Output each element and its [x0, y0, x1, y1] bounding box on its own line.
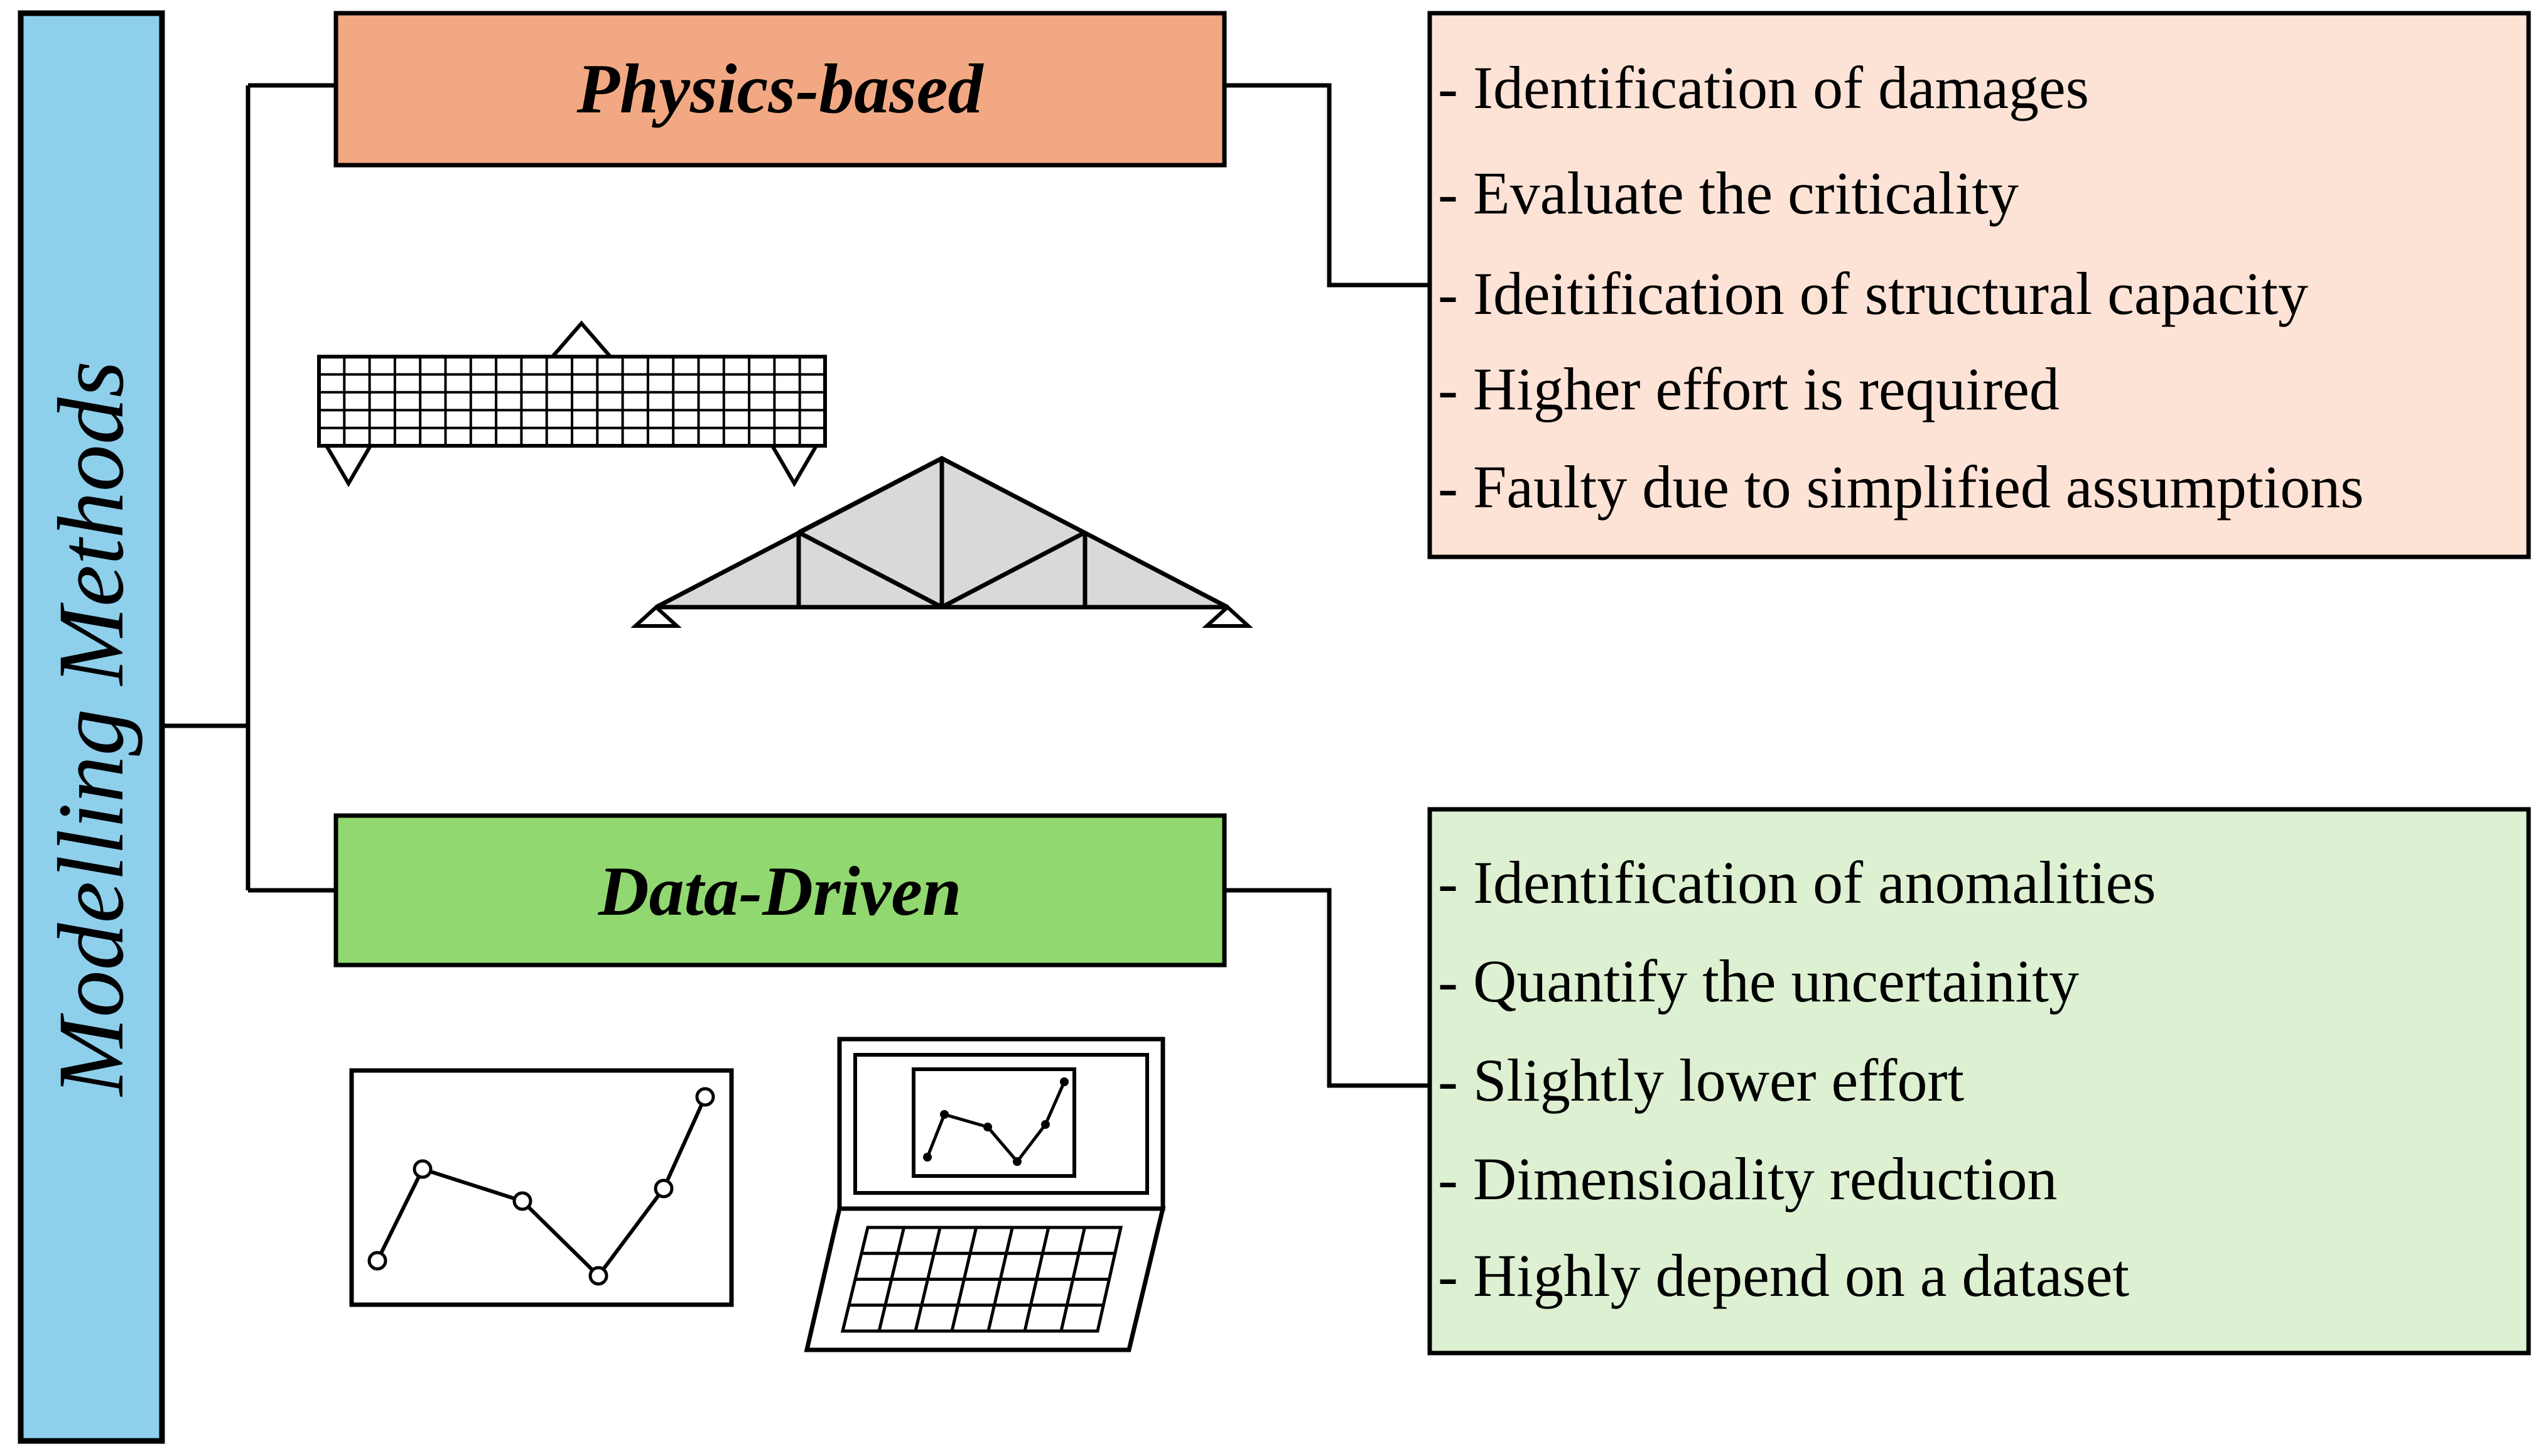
data-driven-item: - Quantify the uncertainity	[1438, 947, 2079, 1015]
physics-panel-box	[1427, 11, 2531, 559]
beam-mesh-grid	[319, 357, 825, 446]
laptop-chart-line	[926, 1081, 1066, 1164]
roof-truss-icon	[630, 456, 1253, 628]
truss-member	[941, 530, 1086, 610]
laptop-chart-icon	[804, 1037, 1166, 1352]
truss-member	[797, 530, 943, 610]
beam-right-support	[769, 444, 820, 487]
data-driven-item: - Slightly lower effort	[1438, 1047, 1964, 1114]
connectors	[162, 83, 1430, 1088]
chart-point	[367, 1251, 387, 1271]
laptop-chart-point	[1041, 1120, 1050, 1129]
chart-point	[413, 1159, 433, 1179]
data-panel-connector	[1224, 888, 1430, 1088]
laptop-chart-point	[983, 1123, 992, 1131]
physics-item: - Identification of damages	[1438, 54, 2089, 121]
physics-panel-connector	[1224, 83, 1430, 288]
chart-point	[588, 1266, 608, 1286]
keyboard-outline	[840, 1226, 1123, 1333]
physics-item: - Evaluate the criticality	[1438, 159, 2019, 227]
root-label: Modelling Methods	[39, 361, 143, 1097]
truss-left-support	[630, 604, 682, 628]
physics-item: - Ideitification of structural capacity	[1438, 260, 2308, 327]
laptop-keyboard	[840, 1226, 1123, 1333]
physics-node: Physics-based	[333, 11, 1227, 168]
root-node: Modelling Methods	[18, 10, 165, 1444]
laptop-chart-point	[1060, 1077, 1069, 1086]
data-driven-panel-box	[1427, 807, 2531, 1356]
chart-frame	[349, 1068, 734, 1307]
beam-left-support	[323, 444, 374, 487]
data-driven-item: - Dimensioality reduction	[1438, 1145, 2057, 1212]
data-driven-item: - Identification of anomalities	[1438, 849, 2156, 916]
data-driven-node: Data-Driven	[333, 813, 1227, 968]
mesh-beam-icon	[317, 320, 827, 487]
chart-point	[695, 1087, 715, 1107]
chart-point	[654, 1178, 674, 1199]
data-driven-label: Data-Driven	[598, 853, 962, 930]
truss-member	[797, 456, 943, 535]
physics-item: - Higher effort is required	[1438, 355, 2060, 423]
beam-load-triangle	[548, 320, 615, 359]
physics-item: - Faulty due to simplified assumptions	[1438, 453, 2364, 520]
root-box	[18, 10, 165, 1444]
chart-line	[375, 1096, 707, 1279]
physics-label: Physics-based	[576, 50, 984, 128]
physics-panel: - Identification of damages - Evaluate t…	[1427, 11, 2531, 559]
line-chart-icon	[349, 1068, 734, 1307]
physics-box	[333, 11, 1227, 168]
laptop-chart-point	[1013, 1157, 1022, 1166]
data-driven-box	[333, 813, 1227, 968]
laptop-chart-point	[923, 1153, 932, 1162]
chart-point	[512, 1191, 532, 1211]
data-driven-panel: - Identification of anomalities - Quanti…	[1427, 807, 2531, 1356]
data-driven-item: - Highly depend on a dataset	[1438, 1242, 2129, 1309]
truss-right-support	[1202, 604, 1253, 628]
laptop-chart-point	[940, 1110, 949, 1119]
laptop-chart-frame	[912, 1067, 1076, 1178]
